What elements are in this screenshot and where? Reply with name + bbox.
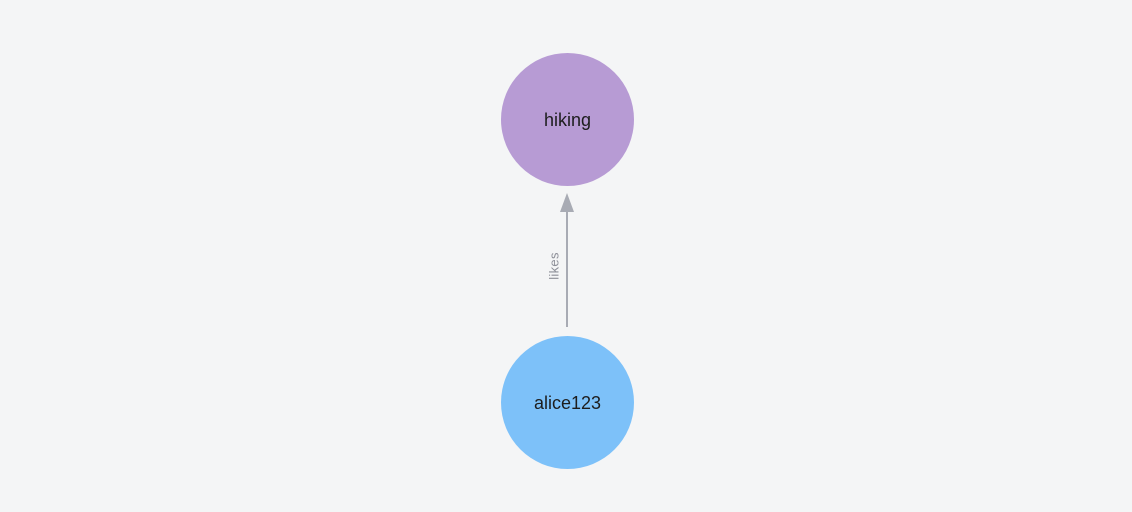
node-alice123[interactable]: alice123 [501,336,634,469]
node-label: alice123 [533,392,602,413]
node-label: hiking [543,109,592,130]
node-hiking[interactable]: hiking [501,53,634,186]
arrowhead [560,193,574,212]
edge-likes[interactable]: likes [540,193,580,327]
edge-label: likes [546,252,562,280]
edge-line [566,210,568,327]
